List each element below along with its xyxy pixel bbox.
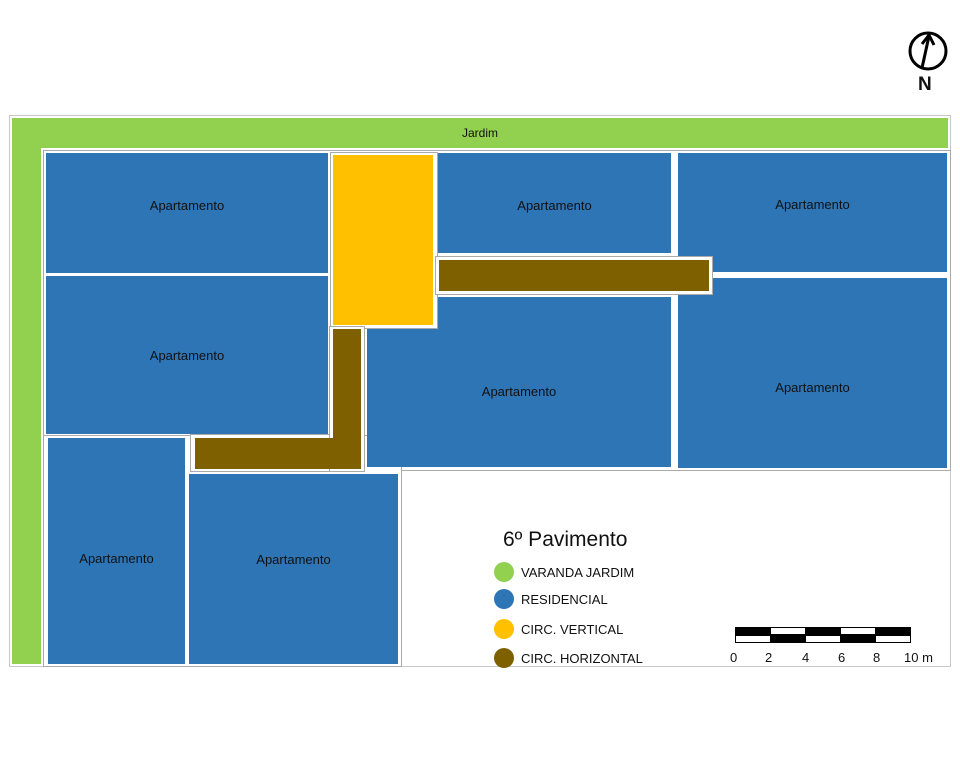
apartment-3: Apartamento [438, 153, 671, 253]
legend-item-circ-vertical: CIRC. VERTICAL [494, 619, 623, 639]
scale-segment [875, 635, 911, 643]
scale-segment [805, 627, 841, 635]
north-arrow-icon [908, 31, 948, 71]
apartment-2: Apartamento [46, 276, 328, 434]
scale-tick-label: 2 [765, 650, 773, 665]
legend-label: CIRC. VERTICAL [521, 621, 624, 637]
corridor-south-horizontal [195, 438, 361, 469]
scale-segment [735, 627, 771, 635]
apartment-1: Apartamento [45, 152, 329, 274]
apartment-label: Apartamento [149, 347, 225, 363]
scale-tick-label: 6 [838, 650, 846, 665]
scale-tick-label: 8 [873, 650, 881, 665]
apartment-label: Apartamento [517, 197, 592, 213]
apartment-label: Apartamento [149, 197, 225, 213]
scale-tick-label: 0 [730, 650, 738, 665]
scale-tick-label: 4 [802, 650, 810, 665]
legend-item-residencial: RESIDENCIAL [494, 589, 608, 609]
legend-swatch [494, 619, 514, 639]
scale-segment [875, 627, 911, 635]
apartment-4: Apartamento [678, 153, 947, 272]
legend-label: CIRC. HORIZONTAL [521, 650, 643, 666]
apartment-label: Apartamento [481, 383, 557, 399]
legend-item-circ-horizontal: CIRC. HORIZONTAL [494, 648, 643, 668]
scale-segment [770, 627, 806, 635]
scale-tick-label: 10 m [904, 650, 933, 665]
scale-segment [735, 635, 771, 643]
scale-segment [840, 627, 876, 635]
legend-label: VARANDA JARDIM [521, 564, 635, 580]
legend-title: 6º Pavimento [503, 528, 628, 551]
legend-swatch [494, 562, 514, 582]
scale-segment [805, 635, 841, 643]
scale-segment [770, 635, 806, 643]
legend-swatch [494, 648, 514, 668]
apartment-label: Apartamento [256, 551, 331, 567]
scale-segment [840, 635, 876, 643]
legend-label: RESIDENCIAL [521, 591, 608, 607]
legend-item-varanda-jardim: VARANDA JARDIM [494, 562, 634, 582]
garden-left [12, 148, 41, 664]
apartment-label: Apartamento [775, 379, 850, 395]
apartment-8: Apartamento [189, 474, 398, 664]
apartment-6: Apartamento [678, 278, 947, 468]
apartment-7: Apartamento [48, 438, 185, 664]
apartment-label: Apartamento [775, 197, 850, 212]
north-label: N [918, 74, 932, 95]
garden-top: Jardim [12, 118, 948, 148]
legend-swatch [494, 589, 514, 609]
corridor-east [439, 260, 709, 291]
apartment-label: Apartamento [79, 550, 154, 566]
garden-label: Jardim [461, 126, 498, 140]
vertical-circulation [333, 155, 433, 325]
